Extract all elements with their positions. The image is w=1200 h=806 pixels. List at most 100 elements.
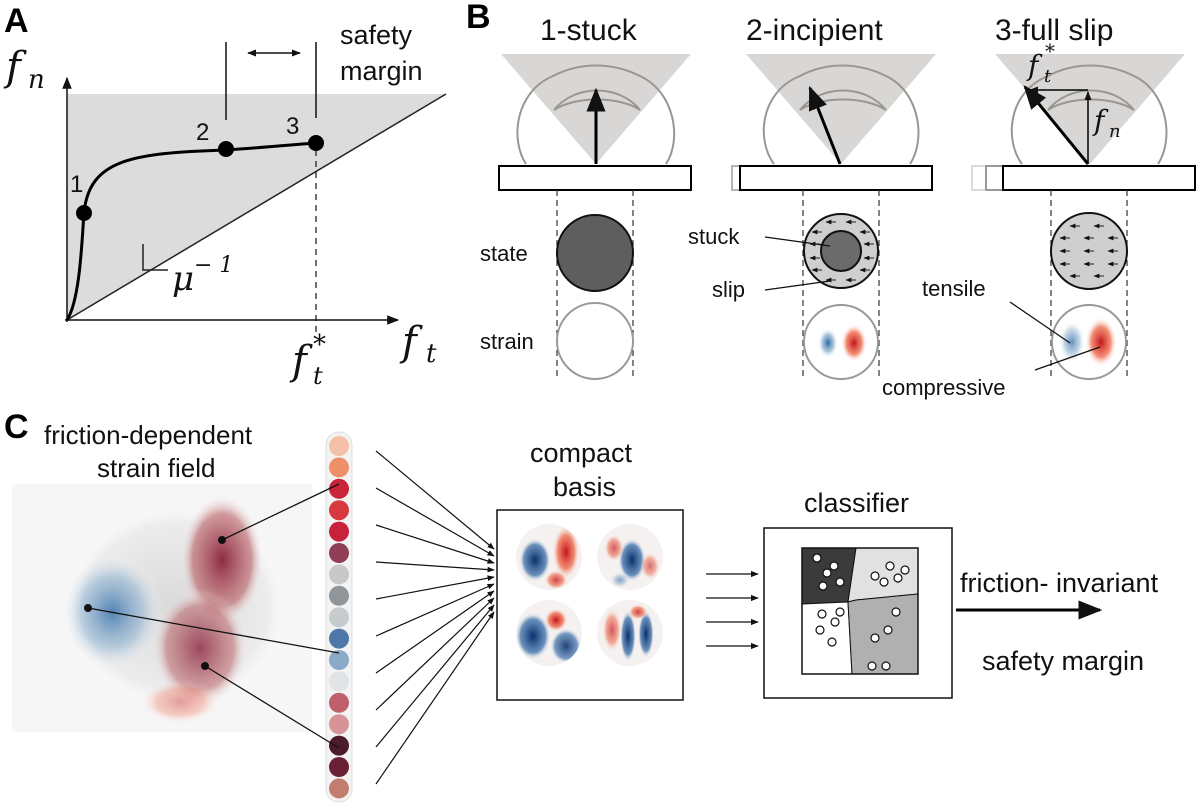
link-upper [221, 483, 340, 541]
fn-subscript: n [1109, 121, 1121, 142]
point-3-label: 3 [286, 113, 299, 140]
contact-plate-3 [1002, 165, 1196, 191]
link-lower [204, 665, 340, 749]
strain-field-title-line2: strain field [97, 453, 216, 483]
full-slip-arrows [1059, 223, 1118, 279]
point-2-marker [218, 141, 234, 157]
point-1-marker [76, 205, 92, 221]
compressive-pointer [1034, 346, 1101, 371]
ft-star-subscript: t [313, 362, 323, 390]
slope-exponent: − 1 [194, 253, 233, 278]
fingertip-outline-1 [516, 64, 676, 165]
column-full-slip [971, 54, 1196, 380]
tensile-label: tensile [922, 276, 986, 301]
title-full-slip: 3-full slip [995, 14, 1113, 47]
strain-field-image [12, 484, 312, 732]
panel-b: B 1-stuck 2-incipient 3-full slip state … [466, 0, 1196, 400]
contact-plate-2 [739, 165, 933, 191]
strain-disc-stuck [556, 302, 634, 380]
link-blue [87, 607, 340, 654]
ft-star-superscript: * [313, 330, 326, 360]
feature-dot [329, 671, 349, 692]
point-3-marker [308, 135, 324, 151]
panel-c-label: C [4, 408, 29, 446]
safety-margin-label-line1: safety [340, 20, 413, 50]
feature-dot [329, 436, 349, 456]
slip-label: slip [712, 277, 745, 302]
basis-to-classifier-arrows [706, 570, 759, 650]
basis-title-line2: basis [553, 472, 616, 502]
feature-dot [329, 757, 349, 777]
ft-subscript: t [1044, 66, 1052, 87]
fingernail-1 [553, 89, 641, 111]
feature-dot [329, 778, 349, 799]
title-stuck: 1-stuck [540, 14, 638, 47]
stuck-label: stuck [688, 224, 740, 249]
ft-superscript: * [1045, 39, 1055, 63]
feature-dot [329, 457, 349, 478]
row-label-strain: strain [480, 329, 534, 354]
region-mid [847, 593, 919, 675]
title-incipient: 2-incipient [746, 14, 883, 47]
region-light [847, 547, 919, 603]
compressive-lobe-2 [841, 324, 867, 362]
force-trajectory-curve [65, 141, 317, 321]
feature-dot [329, 564, 349, 585]
column-stuck [498, 54, 692, 380]
compressive-lobe-3 [1085, 317, 1117, 367]
classifier-title: classifier [804, 488, 909, 518]
feature-dot [329, 607, 349, 628]
friction-cone-boundary [66, 93, 447, 321]
projection-arrows [375, 450, 495, 785]
x-axis-subscript: t [426, 339, 437, 369]
slope-triangle [142, 244, 168, 271]
state-disc-stuck-core [820, 230, 862, 272]
slip-ring-arrows [809, 219, 874, 283]
feature-dot [329, 692, 349, 713]
basis-mode-4 [597, 600, 663, 666]
state-disc-stuck [556, 214, 634, 292]
row-label-state: state [480, 241, 528, 266]
y-axis-symbol: f [3, 44, 27, 90]
basis-mode-2 [597, 524, 663, 590]
friction-cone-2 [746, 54, 936, 164]
fingertip-outline-2 [762, 64, 920, 165]
feature-dot [329, 714, 349, 735]
feature-dot [329, 478, 349, 499]
slope-symbol: μ [172, 259, 194, 299]
strain-disc-incipient [803, 304, 879, 380]
point-1-label: 1 [70, 171, 83, 198]
feature-vector [329, 436, 349, 799]
basis-title-line1: compact [530, 438, 633, 468]
y-axis-subscript: n [28, 65, 45, 95]
tensile-lobe-3 [1059, 321, 1085, 363]
feature-dot [329, 543, 349, 563]
panel-b-label: B [466, 0, 491, 36]
panel-a: A f n f t 1 2 3 safety margin μ − 1 f t … [3, 2, 447, 390]
output-label-line1: friction- invariant [960, 568, 1159, 598]
stuck-pointer [764, 236, 831, 247]
compressive-band-edge [140, 680, 220, 724]
feature-dot [329, 585, 349, 606]
fingernail-3 [1047, 89, 1135, 111]
column-incipient [731, 54, 936, 380]
panel-c: C friction-dependent strain field [4, 408, 1159, 803]
basis-mode-1 [516, 524, 582, 590]
feature-dot [329, 500, 349, 521]
slip-pointer [764, 280, 831, 291]
tensile-pointer [1009, 301, 1071, 344]
feature-dot [329, 521, 349, 542]
force-vector-3 [1023, 85, 1090, 165]
ft-star-symbol: f [289, 338, 313, 384]
force-vector-2 [808, 85, 842, 165]
point-2-label: 2 [196, 119, 209, 146]
feature-dot [329, 735, 349, 756]
safety-margin-label-line2: margin [340, 56, 423, 86]
friction-cone-3 [995, 54, 1185, 164]
panel-a-label: A [4, 2, 29, 40]
fingertip-outline-3 [1010, 64, 1168, 165]
x-axis-symbol: f [399, 319, 423, 365]
contact-plate-1 [498, 165, 692, 191]
output-label-line2: safety margin [982, 646, 1144, 676]
classifier-samples [812, 553, 910, 671]
